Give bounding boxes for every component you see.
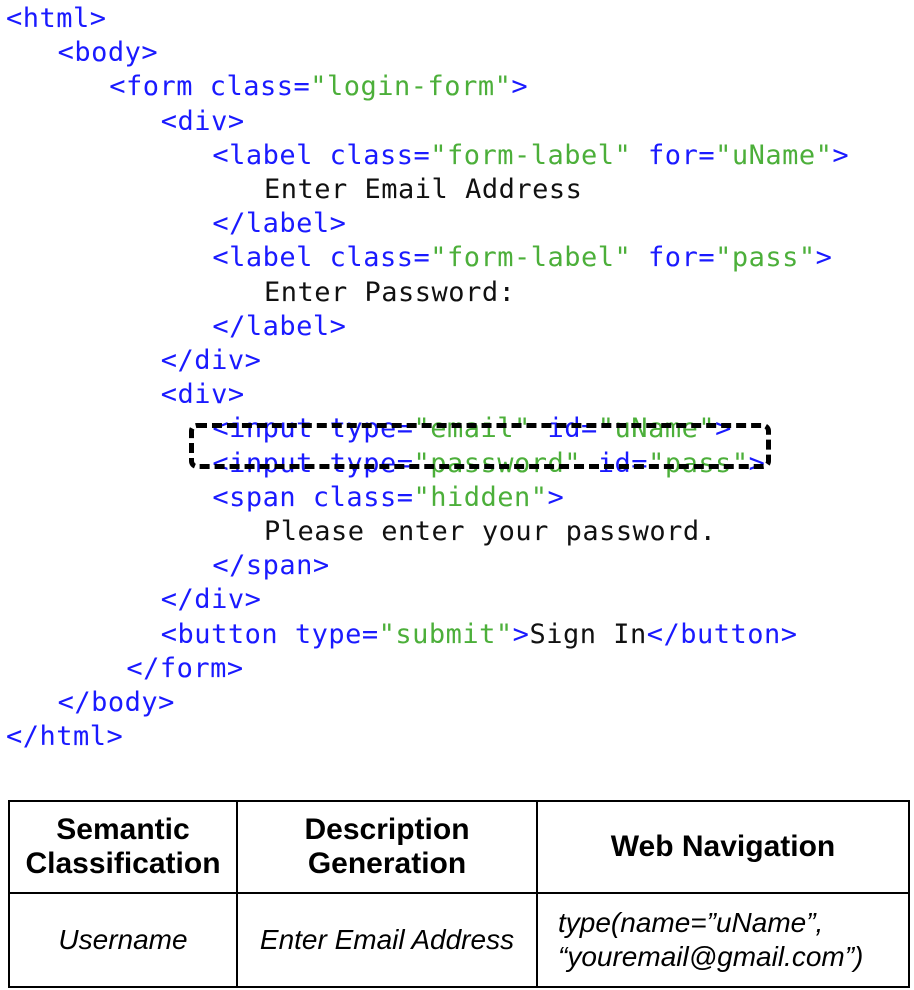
cell-web-navigation: type(name=”uName”, “youremail@gmail.com”… [536,892,910,988]
highlighted-input-box [189,423,771,469]
code-token: id= [581,447,649,479]
code-line: </label> [212,310,346,344]
code-token: <input type= [212,447,414,479]
code-token: <form class= [109,71,311,103]
code-token: "uName" [597,413,716,445]
code-line: <label class="form-label" for="uName"> [212,139,849,173]
code-token: <html> [6,3,107,34]
code-token: <button type= [160,618,379,650]
code-line: </div> [161,344,262,378]
code-token: <body> [57,37,159,69]
code-token: > [832,139,850,171]
code-token: </html> [6,721,124,753]
table-row: Username Enter Email Address type(name=”… [8,892,910,988]
code-token: Please enter your password. [264,516,717,547]
code-token: <div> [160,105,245,137]
code-line: </form> [126,652,243,686]
code-token: Enter Email Address [264,174,583,205]
code-token: </div> [160,345,262,376]
code-line: <span class="hidden"> [212,481,564,515]
code-line: </div> [161,583,262,617]
code-line: <html> [6,2,107,36]
code-line: Enter Password: [264,276,515,310]
code-line: </span> [212,549,329,583]
code-line: Enter Email Address [264,173,582,207]
code-token: "password" [413,447,582,479]
code-token: </body> [57,687,175,718]
code-token: Enter Password: [264,276,516,308]
code-token: </span> [212,550,330,582]
code-line: </body> [58,686,175,720]
code-token: <div> [160,379,245,411]
code-token: id= [530,413,598,445]
code-line: <button type="submit">Sign In</button> [161,618,798,652]
cell-semantic-classification: Username [8,892,238,988]
code-token: <label class= [212,139,431,171]
code-token: > [511,71,529,103]
code-line: <body> [58,36,159,70]
code-line: <label class="form-label" for="pass"> [212,241,832,275]
code-line: <div> [161,105,245,139]
code-token: "email" [413,413,531,445]
code-token: <span class= [212,481,414,513]
code-line: <div> [161,378,245,412]
code-token: "form-label" [430,139,632,171]
code-line-highlighted: <input type="email" id="uName"> [212,412,731,446]
task-table: Semantic Classification Description Gene… [8,800,910,988]
code-token: </label> [212,208,347,240]
header-description-generation: Description Generation [236,800,538,894]
code-token: "form-label" [430,242,632,274]
header-web-navigation: Web Navigation [536,800,910,894]
code-token: "pass" [648,447,749,479]
code-token: > [715,413,732,445]
code-token: </div> [160,584,262,616]
code-token: "login-form" [310,71,512,103]
code-token: </label> [212,310,347,342]
code-token: Sign In [529,618,647,650]
code-token: </button> [646,618,798,650]
code-token: "uName" [715,139,833,171]
code-line: <form class="login-form"> [109,70,528,104]
code-token: > [815,242,833,274]
code-line: <input type="password" id="pass"> [212,447,765,481]
header-semantic-classification: Semantic Classification [8,800,238,894]
code-token: "hidden" [413,481,548,513]
code-token: "pass" [715,242,816,274]
table-header-row: Semantic Classification Description Gene… [8,800,910,894]
code-token: for= [631,139,716,171]
code-token: "submit" [378,618,513,650]
code-token: <input type= [212,413,414,445]
code-token: > [748,447,766,479]
code-token: for= [631,242,716,274]
code-token: > [512,618,530,650]
code-line: </label> [212,207,346,241]
code-token: <label class= [212,242,431,274]
code-line: Please enter your password. [264,515,716,549]
cell-description-generation: Enter Email Address [236,892,538,988]
code-token: </form> [126,652,244,684]
code-token: > [547,481,565,513]
code-line: </html> [6,720,123,754]
